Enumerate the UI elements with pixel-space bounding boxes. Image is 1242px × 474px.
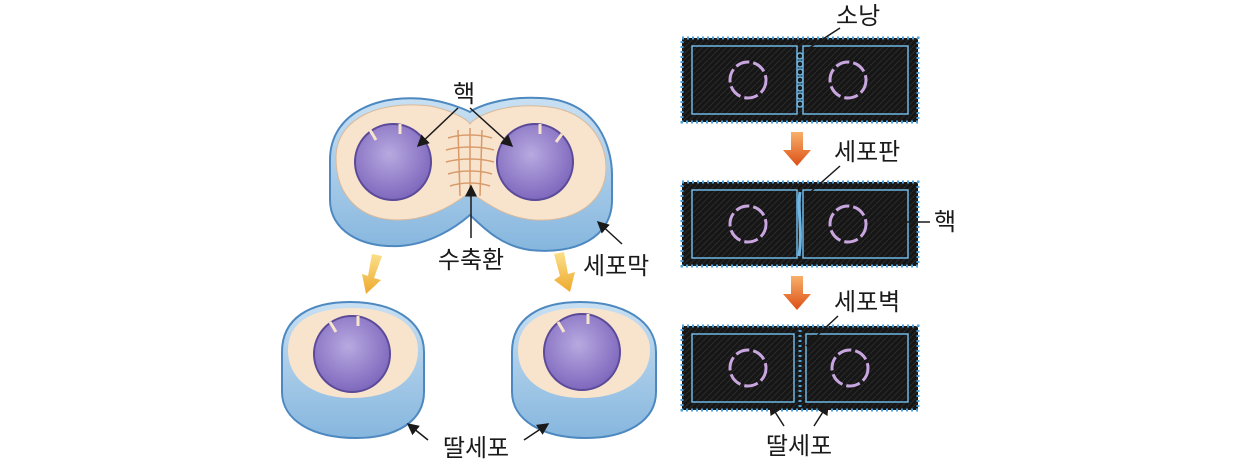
nucleus-pointer-left	[416, 107, 459, 148]
vesicles-pointer	[805, 27, 841, 51]
animal-dividing-cell	[329, 96, 613, 252]
plant-daughter-cells-label: 딸세포	[766, 432, 832, 460]
animal-daughter-cell-left	[281, 300, 425, 440]
cell-wall-pointer	[805, 315, 839, 347]
animal-nucleus-left	[354, 123, 432, 201]
plant-stage-cell-wall	[680, 324, 920, 412]
plant-nucleus-label: 핵	[934, 208, 956, 236]
plant-daughter-pointer-left	[769, 402, 785, 427]
plant-daughter-pointer-right	[813, 402, 829, 427]
cell-plate-pointer	[805, 165, 841, 197]
contractile-ring-fibers	[445, 128, 495, 198]
animal-nucleus-label: 핵	[453, 80, 475, 108]
vesicles-label: 소낭	[836, 2, 880, 30]
animal-daughter-cell-right	[511, 300, 657, 440]
plant-arrow-2	[783, 276, 811, 310]
animal-daughter-cells-label: 딸세포	[443, 434, 509, 462]
division-arrow-left	[362, 254, 382, 294]
division-arrow-right	[554, 252, 575, 292]
plant-arrow-1	[783, 132, 811, 166]
cell-membrane-label: 세포막	[583, 252, 649, 280]
plant-stage-vesicles	[680, 36, 920, 124]
cell-wall-label: 세포벽	[834, 288, 900, 316]
nucleus-pointer-right	[469, 107, 514, 148]
cell-plate-label: 세포판	[834, 138, 900, 166]
daughter-pointer-right	[523, 423, 550, 441]
cell-membrane-pointer	[596, 220, 623, 245]
contractile-ring-label: 수축환	[438, 246, 504, 274]
plant-stage-cell-plate	[680, 180, 920, 268]
daughter-pointer-left	[406, 423, 429, 441]
animal-nucleus-right	[496, 123, 574, 201]
